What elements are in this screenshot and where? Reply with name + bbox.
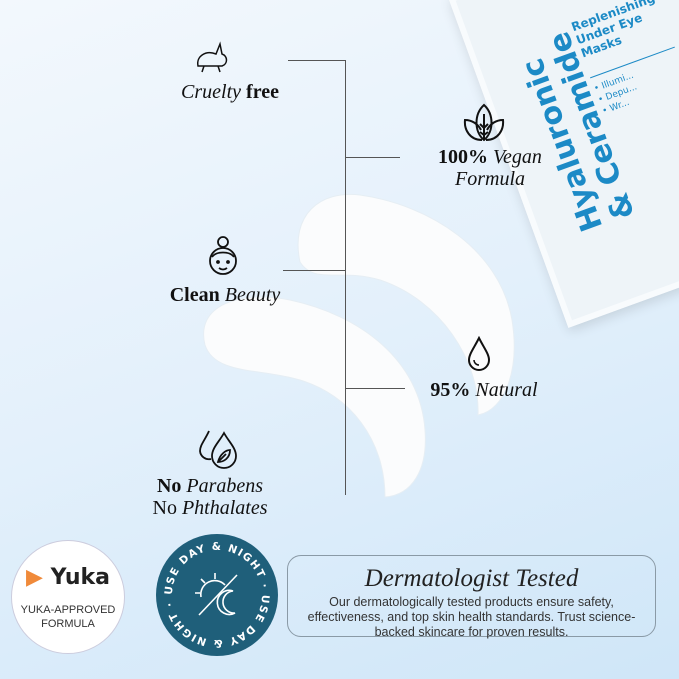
carrot-icon: ▶	[25, 565, 43, 590]
yuka-badge: ▶ Yuka YUKA-APPROVED FORMULA	[11, 540, 125, 654]
yuka-label: YUKA-APPROVED FORMULA	[12, 603, 124, 631]
eye-patch-upper	[297, 193, 515, 416]
natural-label: 95% Natural	[430, 379, 538, 401]
connector-cruelty	[288, 60, 345, 61]
connector-clean	[283, 270, 345, 271]
leaf-icon	[463, 103, 505, 142]
dermatologist-tested-box: Dermatologist Tested Our dermatologicall…	[287, 555, 656, 639]
yuka-logo: ▶ Yuka	[12, 565, 124, 590]
rabbit-icon	[197, 41, 228, 73]
derm-title: Dermatologist Tested	[364, 565, 579, 592]
yuka-label-2: FORMULA	[41, 618, 95, 630]
droplets-leaf-icon	[199, 430, 237, 469]
cruelty-free-label: Cruelty free	[181, 81, 279, 103]
eye-patch-lower	[203, 296, 426, 498]
sun-moon-icon	[195, 573, 238, 616]
droplet-icon	[467, 336, 491, 371]
connector-natural	[345, 388, 405, 389]
yuka-label-1: YUKA-APPROVED	[20, 604, 116, 616]
day-night-badge: USE DAY & NIGHT · USE DAY & NIGHT ·	[156, 534, 278, 656]
connector-vertical	[345, 60, 346, 495]
woman-face-icon	[209, 236, 237, 275]
derm-description: Our dermatologically tested products ens…	[307, 595, 636, 639]
yuka-logo-text: Yuka	[50, 565, 111, 590]
clean-beauty-label: Clean Beauty	[169, 284, 281, 306]
connector-vegan	[345, 157, 400, 158]
